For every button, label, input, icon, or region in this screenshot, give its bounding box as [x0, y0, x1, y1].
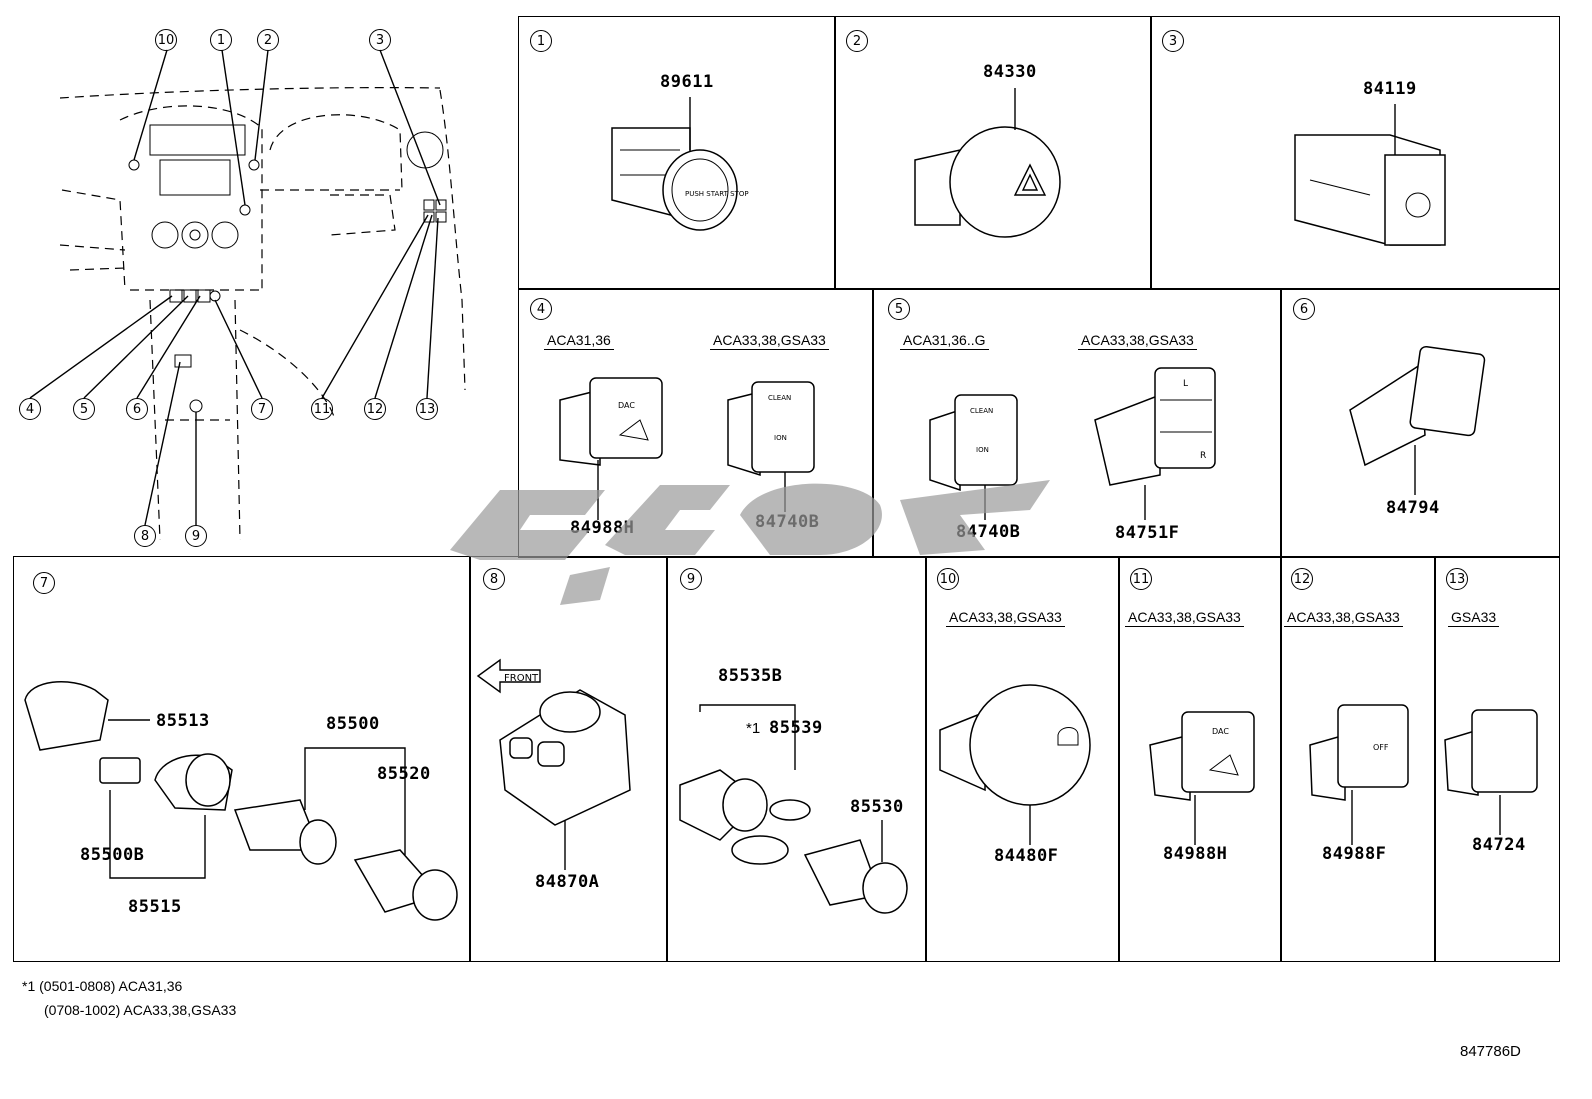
vsc-off-switch-drawing [1309, 704, 1409, 845]
panel-4-model-1: ACA31,36 [544, 332, 614, 350]
panel-10-model: ACA33,38,GSA33 [946, 609, 1065, 627]
panel-10-number: 10 [937, 568, 959, 590]
seat-left-label: L [1183, 379, 1188, 389]
panel-10 [925, 556, 1120, 962]
part-85500[interactable]: 85500 [326, 714, 380, 734]
part-85515[interactable]: 85515 [128, 897, 182, 917]
overview-callout-8[interactable]: 8 [134, 525, 156, 547]
overview-callout-4[interactable]: 4 [19, 398, 41, 420]
power-outlet-assembly-drawing [24, 680, 458, 921]
part-84751F[interactable]: 84751F [1115, 523, 1180, 543]
part-85535B[interactable]: 85535B [718, 666, 783, 686]
panel-5 [872, 288, 1282, 558]
panel-7 [13, 556, 471, 962]
panel-12-model: ACA33,38,GSA33 [1284, 609, 1403, 627]
overview-callout-7[interactable]: 7 [251, 398, 273, 420]
overview-callout-11[interactable]: 11 [311, 398, 333, 420]
overview-callout-6[interactable]: 6 [126, 398, 148, 420]
accessory-socket-drawing [679, 704, 908, 914]
part-85539[interactable]: 85539 [769, 718, 823, 738]
panel-13-number: 13 [1446, 568, 1468, 590]
overview-callout-12[interactable]: 12 [364, 398, 386, 420]
panel-13 [1434, 556, 1560, 962]
dashboard-overview-drawing [29, 49, 466, 541]
footnote-line-2: (0708-1002) ACA33,38,GSA33 [44, 1002, 237, 1018]
panel-12-number: 12 [1291, 568, 1313, 590]
star-note-marker: *1 [746, 720, 761, 737]
panel-3 [1150, 16, 1560, 290]
overview-callout-5[interactable]: 5 [73, 398, 95, 420]
part-84988F[interactable]: 84988F [1322, 844, 1387, 864]
part-84330[interactable]: 84330 [983, 62, 1037, 82]
panel-3-number: 3 [1162, 30, 1184, 52]
seat-heater-switch-drawing [1094, 367, 1216, 520]
overview-callout-9[interactable]: 9 [185, 525, 207, 547]
part-85520[interactable]: 85520 [377, 764, 431, 784]
clean-label-p5: CLEAN [970, 407, 993, 415]
panel-4-number: 4 [530, 298, 552, 320]
panel-1 [518, 16, 836, 290]
panel-6-number: 6 [1293, 298, 1315, 320]
part-84480F[interactable]: 84480F [994, 846, 1059, 866]
ion-label-p4: ION [774, 434, 787, 442]
clean-ion-switch-drawing-p5 [929, 394, 1018, 520]
off-label-p12: OFF [1373, 743, 1389, 752]
part-84988H-p11[interactable]: 84988H [1163, 844, 1228, 864]
panel-4 [518, 288, 874, 558]
part-85513[interactable]: 85513 [156, 711, 210, 731]
defogger-switch-drawing [1294, 104, 1446, 246]
panel-5-model-2: ACA33,38,GSA33 [1078, 332, 1197, 350]
panel-1-number: 1 [530, 30, 552, 52]
part-89611[interactable]: 89611 [660, 72, 714, 92]
panel-5-model-1: ACA31,36..G [900, 332, 989, 350]
panel-8-number: 8 [483, 568, 505, 590]
part-85530[interactable]: 85530 [850, 797, 904, 817]
overview-callout-2[interactable]: 2 [257, 29, 279, 51]
start-switch-drawing [611, 97, 738, 231]
part-84870A[interactable]: 84870A [535, 872, 600, 892]
panel-12 [1280, 556, 1436, 962]
panel-11-number: 11 [1130, 568, 1152, 590]
part-84988H-p4[interactable]: 84988H [570, 518, 635, 538]
panel-2 [834, 16, 1152, 290]
panel-7-number: 7 [33, 572, 55, 594]
seat-right-label: R [1200, 451, 1206, 461]
part-84794[interactable]: 84794 [1386, 498, 1440, 518]
mirror-switch-drawing [476, 658, 631, 870]
panel-11-model: ACA33,38,GSA33 [1125, 609, 1244, 627]
hazard-switch-drawing [914, 88, 1061, 238]
drawing-id: 847786D [1460, 1043, 1521, 1060]
footnote-line-1: *1 (0501-0808) ACA31,36 [22, 978, 183, 994]
dac-label-p4: DAC [618, 401, 635, 410]
part-84740B-p4[interactable]: 84740B [755, 512, 820, 532]
front-arrow-label: FRONT [504, 673, 539, 684]
panel-2-number: 2 [846, 30, 868, 52]
part-84119[interactable]: 84119 [1363, 79, 1417, 99]
dac-label-p11: DAC [1212, 727, 1229, 736]
switch-84794-drawing [1349, 345, 1486, 495]
panel-13-model: GSA33 [1448, 609, 1500, 627]
panel-9-number: 9 [680, 568, 702, 590]
part-84740B-p5[interactable]: 84740B [956, 522, 1021, 542]
dac-switch-drawing-p11 [1149, 711, 1255, 845]
dac-switch-drawing-p4 [559, 377, 663, 520]
part-84724[interactable]: 84724 [1472, 835, 1526, 855]
clean-label-p4: CLEAN [768, 394, 791, 402]
ion-label-p5: ION [976, 446, 989, 454]
panel-5-number: 5 [888, 298, 910, 320]
panel-4-model-2: ACA33,38,GSA33 [710, 332, 829, 350]
panel-11 [1118, 556, 1282, 962]
start-switch-label: PUSH START STOP [685, 190, 749, 198]
panel-9 [666, 556, 927, 962]
overview-callout-13[interactable]: 13 [416, 398, 438, 420]
clean-ion-switch-drawing-p4 [727, 381, 815, 512]
overview-callout-3[interactable]: 3 [369, 29, 391, 51]
part-85500B[interactable]: 85500B [80, 845, 145, 865]
panel-6 [1280, 288, 1560, 558]
switch-84724-drawing [1444, 709, 1538, 835]
overview-callout-1[interactable]: 1 [210, 29, 232, 51]
overview-callout-10[interactable]: 10 [155, 29, 177, 51]
switch-84480F-drawing [939, 684, 1091, 845]
